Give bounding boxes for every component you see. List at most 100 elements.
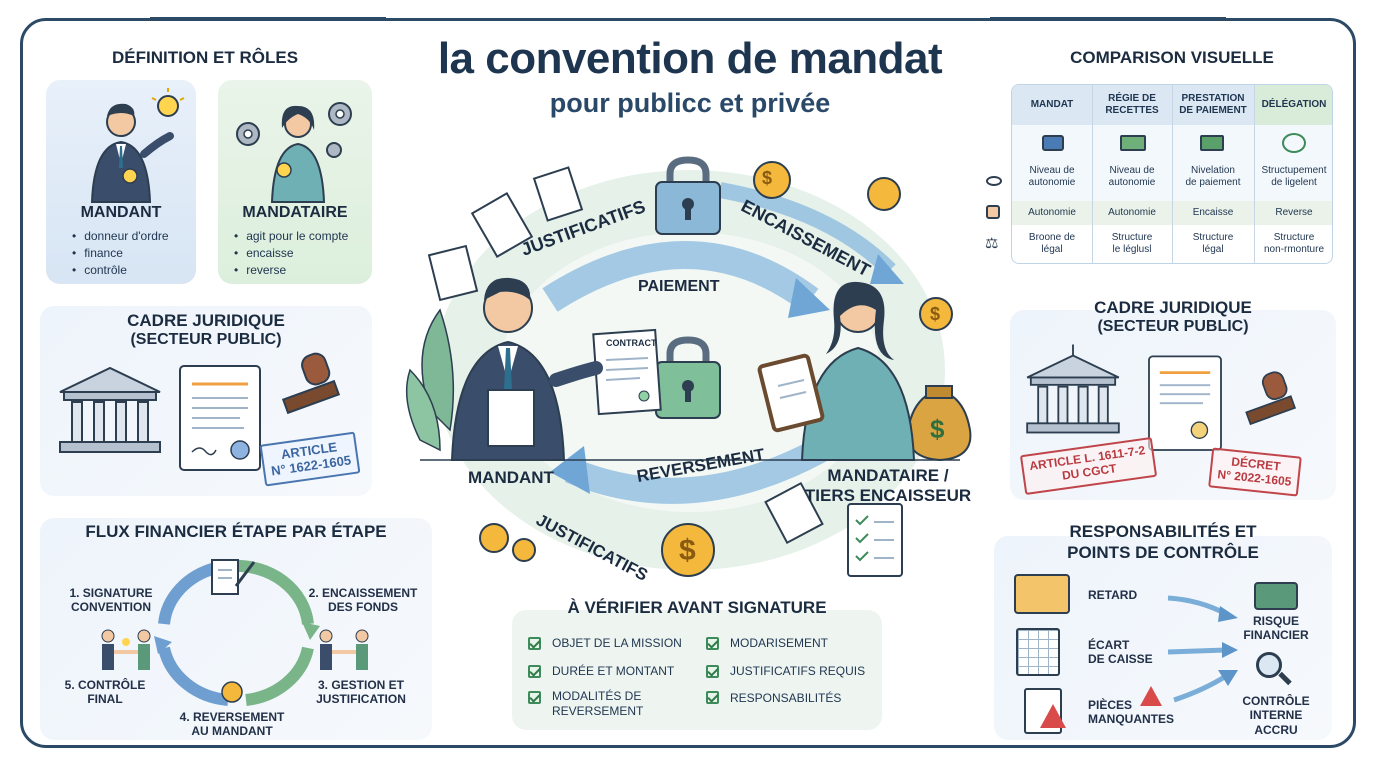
mandataire-figure-icon [236,102,352,203]
cell-text: de ligelent [1271,177,1317,188]
ecart-line2: DE CAISSE [1088,652,1153,667]
mandataire-card: MANDATAIRE agit pour le compte encaisse … [218,80,372,284]
cell-text: légal [1041,244,1063,255]
dollar-coin-icon: $ [930,304,941,324]
table-divider [1092,85,1093,263]
flux-step-1: 1. SIGNATURE CONVENTION [56,586,166,615]
page-subtitle: pour publicc et privée [549,88,831,118]
controle-line2: INTERNE [1249,708,1303,723]
header-regie-1: RÉGIE DE [1108,93,1156,104]
table-divider [1254,85,1255,263]
cadre-right-title-2: (SECTEUR PUBLIC) [1097,318,1249,335]
rubber-stamp-icon [281,352,341,415]
checkbox-icon[interactable] [706,665,719,678]
cell-text: autonomie [1028,177,1076,188]
responsabilites-title-1: RESPONSABILITÉS ET [1069,522,1257,541]
courthouse-icon [59,366,161,453]
mandant-items: donneur d'ordre finance contrôle [72,228,169,279]
header-line-right [990,17,1226,20]
hand-money-icon [1200,135,1224,151]
checkbox-icon[interactable] [706,637,719,650]
controle-label: CONTRÔLE INTERNE ACCRU [1226,694,1326,737]
comparison-title: COMPARISON VISUELLE [1070,48,1274,67]
header-prestation-1: PRESTATION [1181,93,1245,104]
checklist-item: MODALITÉS DE [552,689,642,703]
cell-text: Broone de [1028,232,1076,243]
mandant-center-label: MANDANT [468,468,554,487]
cell-text: le léglusl [1112,244,1152,255]
dollar-coin-icon: $ [930,414,945,444]
legal-document-icon [1148,355,1222,451]
header-mandat: MANDAT [1030,99,1074,110]
header-line-left [150,17,386,20]
mandant-item: donneur d'ordre [72,228,168,245]
checklist-item: OBJET DE LA MISSION [552,636,682,650]
flux-step-1-line1: 1. SIGNATURE [69,586,153,600]
center-illustration [405,156,972,577]
cell-text: légal [1202,244,1224,255]
cell-text: Structure [1192,232,1234,243]
checkbox-icon[interactable] [706,691,719,704]
table-header: DÉLÉGATION [1254,85,1332,125]
thumbs-up-icon [986,205,1000,219]
checklist-item: RESPONSABILITÉS [730,691,842,705]
checklist-item: DURÉE ET MONTANT [552,664,675,678]
flux-step-4: 4. REVERSEMENT AU MANDANT [168,710,296,739]
outer-frame [20,18,1356,748]
paiement-label: PAIEMENT [638,278,720,295]
magnifier-icon [1256,652,1282,678]
flux-step-2: 2. ENCAISSEMENT DES FONDS [298,586,428,615]
pieces-line1: PIÈCES [1088,698,1133,712]
controle-line3: ACCRU [1254,722,1298,737]
checkbox-icon[interactable] [528,665,541,678]
mandant-item: contrôle [72,262,169,279]
cell-text: non-rmonture [1263,244,1325,255]
flux-step-4-line2: AU MANDANT [191,724,273,739]
checklist-item-line2: REVERSEMENT [552,704,644,718]
page-title: la convention de mandat [437,34,943,83]
flux-title: FLUX FINANCIER ÉTAPE PAR ÉTAPE [85,522,387,541]
cash-icon [1120,135,1146,151]
checkbox-icon[interactable] [528,637,541,650]
definition-title: DÉFINITION ET RÔLES [111,48,299,67]
mandataire-item: agit pour le compte [234,228,348,245]
cell-text: de paiement [1185,177,1241,188]
cell-text: Structure [1273,232,1315,243]
checkbox-icon[interactable] [528,691,541,704]
briefcase-icon [1042,135,1064,151]
cadre-left-title-2: (SECTEUR PUBLIC) [130,331,282,348]
flux-cycle-diagram [154,559,320,706]
mandant-name: MANDANT [80,204,162,221]
flux-step-3: 3. GESTION ET JUSTIFICATION [298,678,424,707]
mandataire-center-label: MANDATAIRE / TIERS ENCAISSEUR [798,466,978,507]
dollar-coin-icon: $ [679,534,696,567]
ecart-label: ÉCART DE CAISSE [1088,638,1153,667]
rubber-stamp-icon [1245,371,1297,426]
cell-text: Nivelation [1191,165,1235,176]
risk-arrows [1167,595,1238,703]
responsabilites-title-2: POINTS DE CONTRÔLE [1067,543,1259,562]
checklist-item: MODARISEMENT [730,636,829,650]
checklist-card [512,610,882,730]
wallet-icon [1254,582,1298,610]
flux-step-1-line2: CONVENTION [70,600,151,615]
cadre-left-title-1: CADRE JURIDIQUE [127,311,285,330]
risque-line2: FINANCIER [1243,628,1309,643]
flux-card [40,518,432,740]
ecart-line1: ÉCART [1088,638,1130,652]
handshake-icon [319,629,369,670]
eye-icon [986,176,1002,186]
mandataire-center-line2: TIERS ENCAISSEUR [804,486,972,506]
retard-label: RETARD [1088,588,1138,602]
risque-line1: RISQUE [1252,614,1299,628]
mandataire-name: MANDATAIRE [242,204,348,221]
table-cell: Autonomie [1028,207,1076,218]
